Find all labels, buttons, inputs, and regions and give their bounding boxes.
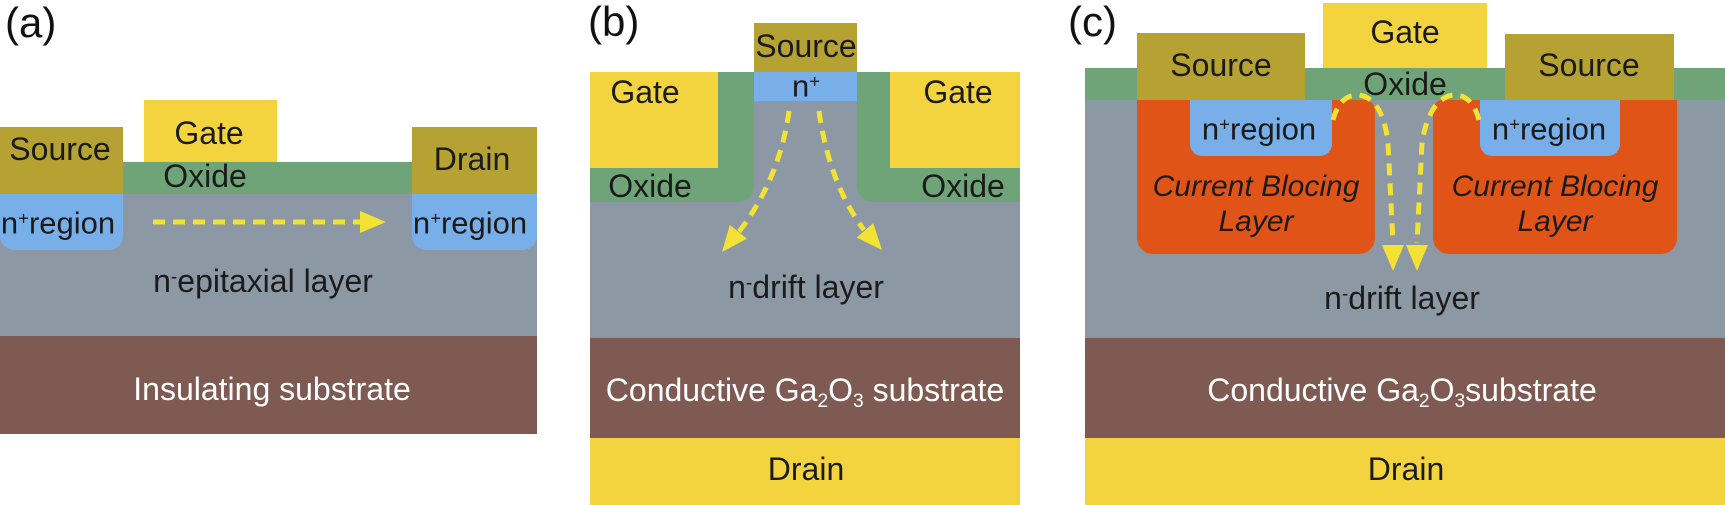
insulating-substrate [0, 336, 537, 434]
drain-contact [1085, 438, 1725, 505]
n-plus-region-right [412, 194, 537, 250]
oxide-label: Oxide [163, 158, 247, 195]
drain-contact [590, 438, 1020, 505]
n-plus-region-left [1190, 100, 1332, 156]
n-plus-label: n+ [791, 68, 821, 104]
insulating-substrate-label: Insulating substrate [133, 371, 411, 408]
epitaxial-layer-label: n-epitaxial layer [153, 263, 373, 300]
n-plus-region-label-right: n+region [1491, 111, 1607, 147]
panel-label-a: (a) [5, 0, 57, 46]
n-plus-region-label-right: n+region [412, 205, 528, 241]
gate-label-left: Gate [610, 74, 680, 111]
drain-label: Drain [1367, 451, 1445, 488]
ga2o3-substrate-label: Conductive Ga2O3 substrate [605, 372, 1005, 412]
n-plus-region-label-left: n+region [0, 205, 116, 241]
ga2o3-substrate [590, 338, 1020, 438]
gate-contact [1323, 3, 1487, 68]
drift-layer [590, 202, 1020, 338]
gate-label: Gate [174, 115, 244, 152]
drift-layer-label: n-drift layer [728, 269, 884, 306]
current-blocking-layer-label-right: Current Blocing Layer [1451, 170, 1659, 238]
source-contact-right [1505, 34, 1674, 100]
source-contact [754, 23, 857, 72]
ga2o3-substrate-label: Conductive Ga2O3substrate [1207, 372, 1597, 412]
n-plus-region-right [1480, 100, 1620, 156]
panel-label-b: (b) [588, 0, 640, 45]
n-plus-region-label-left: n+region [1201, 111, 1317, 147]
source-contact-left [1137, 33, 1305, 100]
gate-contact [144, 100, 277, 162]
source-label: Source [9, 131, 111, 168]
source-label: Source [755, 28, 857, 65]
drain-contact [412, 127, 537, 194]
source-label-right: Source [1538, 47, 1640, 84]
ga2o3-substrate [1085, 338, 1725, 438]
panel-label-c: (c) [1068, 0, 1117, 45]
oxide-label-left: Oxide [608, 168, 692, 205]
oxide-label-right: Oxide [921, 168, 1005, 205]
drain-label: Drain [433, 141, 511, 178]
oxide-layer [123, 162, 412, 194]
current-blocking-layer-label-left: Current Blocing Layer [1152, 170, 1360, 238]
gate-label: Gate [1370, 14, 1440, 51]
source-label-left: Source [1170, 47, 1272, 84]
gate-contact-right [890, 72, 1020, 168]
n-plus-region [754, 72, 857, 101]
gate-label-right: Gate [923, 74, 993, 111]
drain-label: Drain [767, 451, 845, 488]
drift-layer-label: n-drift layer [1324, 280, 1480, 317]
oxide-label: Oxide [1363, 66, 1447, 103]
gate-contact-left [590, 72, 718, 168]
n-plus-region-left [0, 194, 123, 250]
source-contact [0, 127, 123, 194]
